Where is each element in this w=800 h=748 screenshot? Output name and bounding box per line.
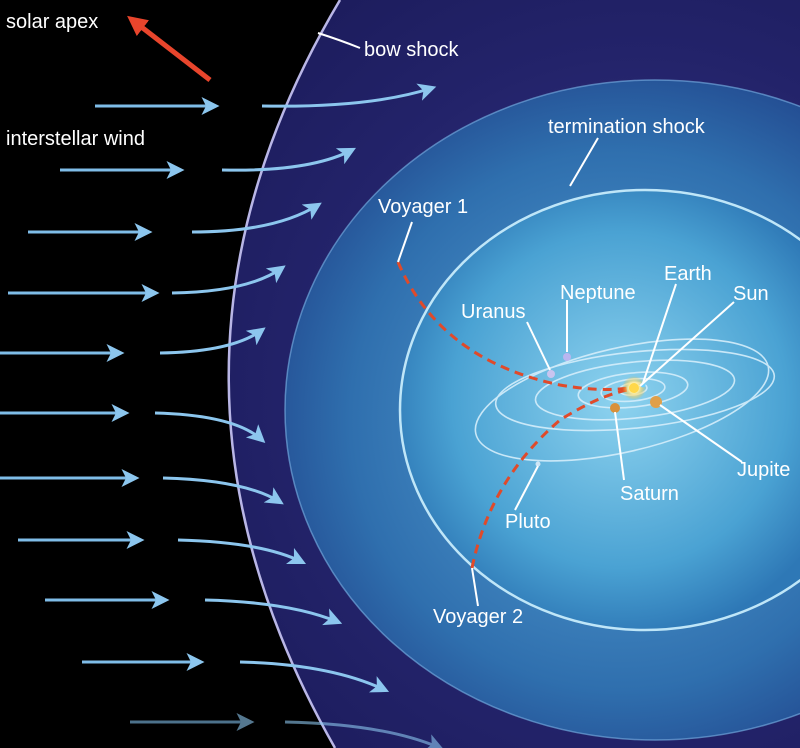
wind-arrow <box>162 476 284 505</box>
earth-label: Earth <box>664 263 712 285</box>
pluto-dot <box>535 461 541 467</box>
sun-label: Sun <box>733 283 769 305</box>
bow-shock-leader <box>317 32 361 49</box>
interstellar-wind-label: interstellar wind <box>6 128 145 150</box>
wind-arrow <box>239 660 390 693</box>
pluto-leader <box>514 465 539 511</box>
voyager-2-leader <box>471 567 479 607</box>
neptune-dot <box>563 353 571 361</box>
voyager-2-label: Voyager 2 <box>433 606 523 628</box>
termination-shock-sphere <box>400 190 800 630</box>
saturn-label: Saturn <box>620 483 679 505</box>
wind-arrow <box>159 327 266 355</box>
wind-arrow <box>191 202 322 234</box>
jupiter-dot <box>650 396 662 408</box>
sun <box>629 383 639 393</box>
jupiter-leader <box>659 404 743 463</box>
neptune-orbit <box>494 348 776 432</box>
uranus-leader <box>526 321 551 371</box>
uranus-label: Uranus <box>461 301 525 323</box>
wind-arrow <box>204 598 343 626</box>
wind-arrow <box>177 538 307 565</box>
solar-apex-label: solar apex <box>6 11 98 33</box>
voyager-1-label: Voyager 1 <box>378 196 468 218</box>
label-leaders <box>317 32 743 607</box>
wind-arrow <box>171 265 286 295</box>
wind-arrow <box>154 411 266 444</box>
deflected-wind-arrows <box>154 83 445 748</box>
saturn-orbit <box>577 371 689 409</box>
uranus-orbit <box>534 359 736 421</box>
neptune-label: Neptune <box>560 282 636 304</box>
wind-arrow <box>221 147 356 172</box>
voyager-1-path <box>396 261 629 391</box>
voyager-trajectories <box>396 261 629 569</box>
wind-arrow <box>284 720 445 748</box>
jupiter-label: Jupite <box>737 459 790 481</box>
uranus-dot <box>547 370 555 378</box>
termination-shock-label: termination shock <box>548 116 706 138</box>
termination-shock-leader <box>569 137 599 187</box>
earth-leader <box>642 283 677 384</box>
voyager-2-path <box>470 388 629 569</box>
termination-shock-edge <box>398 188 800 632</box>
saturn-dot <box>610 403 620 413</box>
pluto-label: Pluto <box>505 511 551 533</box>
solar-apex-arrow <box>127 15 212 82</box>
sun-leader <box>639 301 735 387</box>
heliosphere-outer-edge <box>284 79 800 741</box>
voyager-1-leader <box>397 221 413 263</box>
interstellar-wind-arrows <box>0 97 255 731</box>
wind-arrow <box>261 83 437 108</box>
bow-shock-label: bow shock <box>364 39 459 61</box>
saturn-leader <box>614 411 625 481</box>
